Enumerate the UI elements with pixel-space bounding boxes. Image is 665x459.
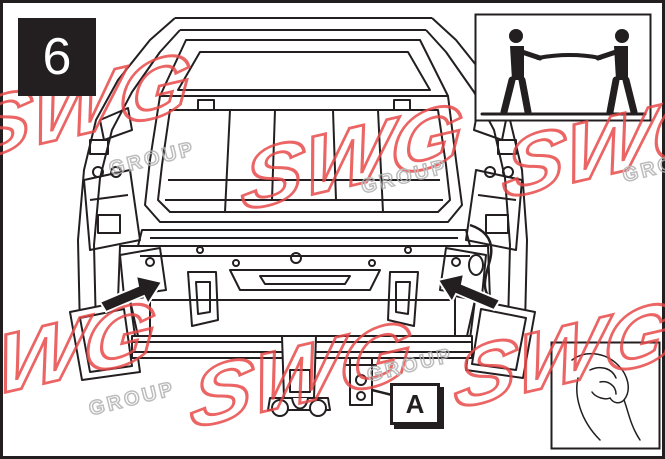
step-number-badge: 6 (18, 18, 96, 96)
tow-bar-crossbeam (69, 295, 536, 381)
car-body (77, 17, 528, 331)
callout-label-a: A (390, 383, 440, 425)
watermark-brand-2: SWG (239, 84, 467, 230)
two-people-lifting-icon (474, 13, 652, 122)
tow-ball-neck (267, 335, 393, 417)
hand-tightening-icon (550, 341, 661, 450)
insert-arrows (98, 272, 502, 314)
